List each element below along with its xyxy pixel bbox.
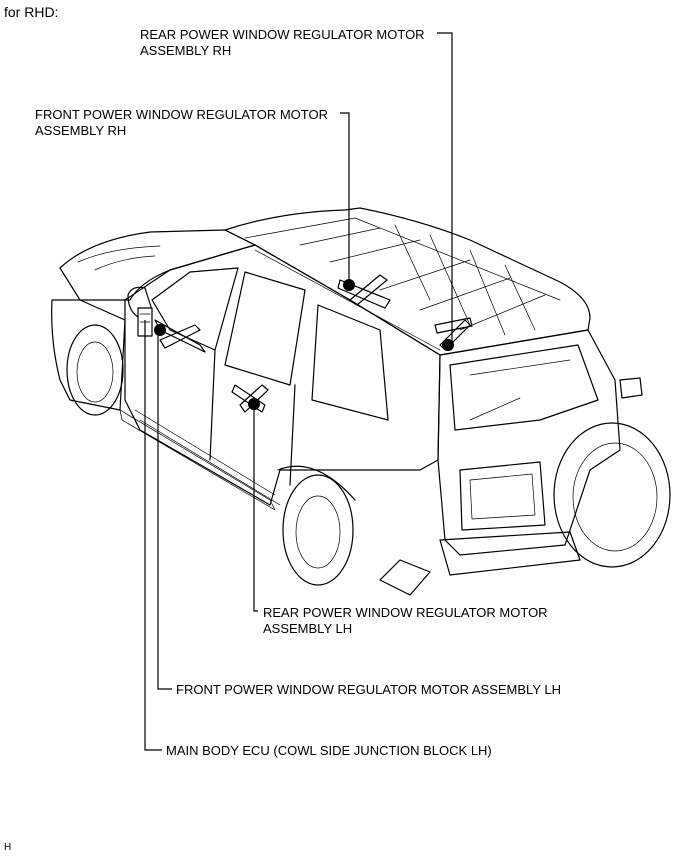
leader-rear-rh [437, 32, 453, 345]
suv-illustration [51, 207, 671, 596]
front-door-window [151, 267, 239, 351]
rear-rh-regulator-part [434, 317, 473, 351]
diagram-heading: for RHD: [4, 4, 59, 20]
rear-lh-regulator-part [231, 384, 269, 413]
leader-main-ecu [144, 320, 162, 751]
quarter-window [311, 304, 389, 421]
label-front-lh: FRONT POWER WINDOW REGULATOR MOTOR ASSEM… [176, 682, 561, 697]
front-bumper [51, 299, 126, 411]
label-rear-rh-line2: ASSEMBLY RH [140, 43, 232, 58]
label-front-rh-line1: FRONT POWER WINDOW REGULATOR MOTOR [35, 107, 328, 122]
rear-window [449, 344, 599, 431]
left-body-side [124, 244, 441, 506]
roof-outline [224, 207, 591, 356]
front-rh-regulator-part [337, 274, 391, 309]
label-rear-rh: REAR POWER WINDOW REGULATOR MOTOR ASSEMB… [140, 27, 425, 59]
label-rear-lh-line1: REAR POWER WINDOW REGULATOR MOTOR [263, 605, 548, 620]
rear-license-area [459, 461, 546, 531]
rear-door-window [224, 271, 306, 386]
label-front-rh: FRONT POWER WINDOW REGULATOR MOTOR ASSEM… [35, 107, 328, 139]
label-front-rh-line2: ASSEMBLY RH [35, 123, 127, 138]
label-main-body-ecu: MAIN BODY ECU (COWL SIDE JUNCTION BLOCK … [166, 743, 492, 758]
leader-front-lh [157, 330, 172, 690]
leader-lines [144, 32, 453, 751]
label-rear-rh-line1: REAR POWER WINDOW REGULATOR MOTOR [140, 27, 425, 42]
spare-tire [553, 422, 671, 568]
label-rear-lh: REAR POWER WINDOW REGULATOR MOTOR ASSEMB… [263, 605, 548, 637]
rear-wheel [282, 474, 354, 586]
front-wheel [66, 324, 124, 416]
leader-front-rh [340, 112, 350, 285]
leader-rear-lh [253, 404, 258, 612]
rear-hatch [437, 329, 621, 556]
figure-code: H [4, 842, 12, 853]
front-lh-regulator-part [154, 319, 206, 353]
label-rear-lh-line2: ASSEMBLY LH [263, 621, 353, 636]
rear-bumper [439, 531, 581, 576]
